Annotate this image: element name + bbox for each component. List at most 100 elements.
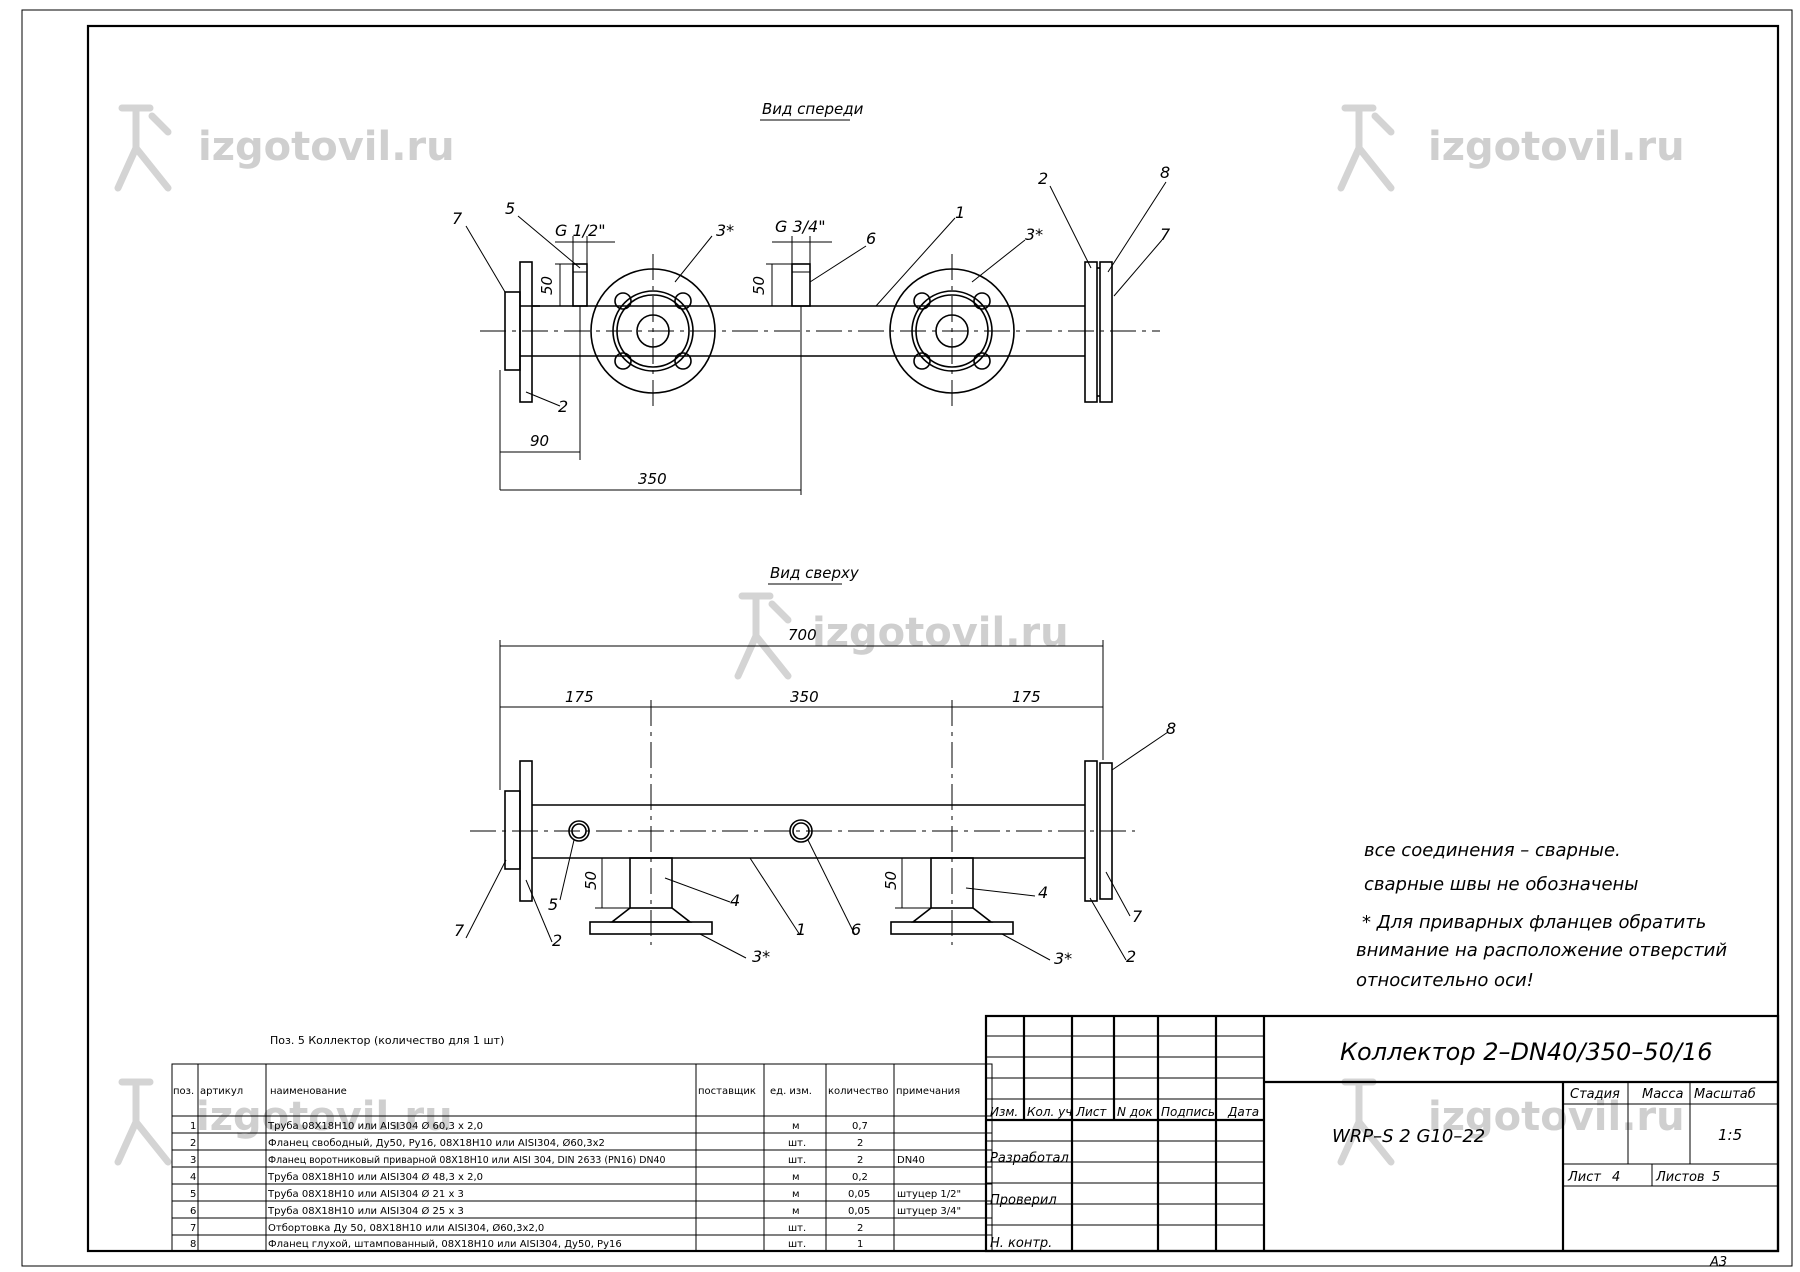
svg-text:Масса: Масса <box>1642 1087 1683 1102</box>
svg-text:izgotovil.ru: izgotovil.ru <box>196 1094 453 1140</box>
drawing-code: WRP–S 2 G10–22 <box>1332 1126 1485 1147</box>
svg-text:Отбортовка Ду 50, 08Х18Н10 или: Отбортовка Ду 50, 08Х18Н10 или AISI304, … <box>268 1222 544 1234</box>
svg-text:Разработал: Разработал <box>990 1151 1069 1166</box>
top-dimensions: 700 175 350 175 50 50 <box>499 626 1104 909</box>
svg-text:6: 6 <box>851 920 861 939</box>
svg-text:Н. контр.: Н. контр. <box>990 1236 1052 1251</box>
svg-text:м: м <box>792 1189 800 1200</box>
svg-text:артикул: артикул <box>200 1086 243 1097</box>
svg-text:5: 5 <box>548 895 558 914</box>
svg-text:примечания: примечания <box>896 1086 960 1097</box>
svg-text:штуцер 3/4": штуцер 3/4" <box>897 1206 961 1217</box>
svg-text:Изм.: Изм. <box>990 1105 1018 1119</box>
note-line-5: относительно оси! <box>1356 970 1534 991</box>
weld-neck-flange-right <box>889 254 1015 408</box>
svg-text:3*: 3* <box>1054 949 1072 968</box>
svg-text:Лист: Лист <box>1567 1170 1601 1185</box>
svg-text:1: 1 <box>955 203 965 222</box>
svg-text:Кол. уч: Кол. уч <box>1027 1105 1072 1119</box>
svg-text:G 3/4": G 3/4" <box>775 217 826 236</box>
svg-text:175: 175 <box>1012 688 1041 706</box>
svg-text:175: 175 <box>565 688 594 706</box>
bom-row: 6 Труба 08Х18Н10 или AISI304 Ø 25 х 3 м … <box>190 1205 961 1217</box>
bom-row: 2 Фланец свободный, Ду50, Ру16, 08Х18Н10… <box>190 1137 863 1149</box>
front-view-title: Вид спереди <box>762 100 864 118</box>
bom-row: 1 Труба 08Х18Н10 или AISI304 Ø 60,3 х 2,… <box>190 1120 868 1132</box>
note-line-4: внимание на расположение отверстий <box>1356 940 1727 961</box>
svg-text:1: 1 <box>857 1239 863 1250</box>
svg-text:1:5: 1:5 <box>1718 1126 1742 1144</box>
bom-row: 3 Фланец воротниковый приварной 08Х18Н10… <box>190 1155 925 1166</box>
svg-text:1: 1 <box>190 1121 196 1132</box>
svg-text:Труба 08Х18Н10 или AISI304 Ø: Труба 08Х18Н10 или AISI304 Ø 60,3 х 2,0 <box>267 1120 483 1132</box>
note-line-3: * Для приварных фланцев обратить <box>1362 912 1706 933</box>
svg-text:2: 2 <box>552 931 562 950</box>
bom-table: Поз. 5 Коллектор (количество для 1 шт) п… <box>171 1034 993 1252</box>
svg-text:50: 50 <box>882 871 900 890</box>
svg-text:4: 4 <box>1038 883 1048 902</box>
bom-row: 4 Труба 08Х18Н10 или AISI304 Ø 48,3 х 2,… <box>190 1171 868 1183</box>
svg-text:5: 5 <box>505 199 515 218</box>
svg-text:7: 7 <box>454 921 465 940</box>
svg-text:4: 4 <box>190 1172 196 1183</box>
svg-text:2: 2 <box>857 1138 863 1149</box>
svg-text:м: м <box>792 1172 800 1183</box>
svg-text:Лист: Лист <box>1075 1105 1107 1119</box>
svg-text:4: 4 <box>1612 1170 1620 1185</box>
stub-end-left <box>504 291 521 371</box>
drawing-title: Коллектор 2–DN40/350–50/16 <box>1340 1038 1713 1066</box>
svg-text:8: 8 <box>1166 719 1176 738</box>
svg-text:0,05: 0,05 <box>848 1189 870 1200</box>
svg-text:поз.: поз. <box>173 1086 194 1097</box>
svg-text:Труба 08Х18Н10 или AISI304 Ø: Труба 08Х18Н10 или AISI304 Ø 25 х 3 <box>267 1205 464 1217</box>
svg-text:Листов: Листов <box>1655 1170 1705 1185</box>
loose-flange-right <box>1084 261 1098 403</box>
svg-text:4: 4 <box>730 891 740 910</box>
svg-text:izgotovil.ru: izgotovil.ru <box>1428 124 1685 170</box>
svg-text:3*: 3* <box>716 221 734 240</box>
svg-text:поставщик: поставщик <box>698 1086 756 1097</box>
svg-text:Фланец воротниковый приварной: Фланец воротниковый приварной 08Х18Н10 и… <box>268 1155 665 1166</box>
svg-text:izgotovil.ru: izgotovil.ru <box>1428 1094 1685 1140</box>
bom-row: 5 Труба 08Х18Н10 или AISI304 Ø 21 х 3 м … <box>190 1188 961 1200</box>
svg-text:наименование: наименование <box>270 1086 347 1097</box>
svg-text:ед. изм.: ед. изм. <box>770 1086 812 1097</box>
svg-text:5: 5 <box>190 1189 196 1200</box>
svg-text:Труба 08Х18Н10 или AISI304 Ø: Труба 08Х18Н10 или AISI304 Ø 21 х 3 <box>267 1188 464 1200</box>
svg-text:6: 6 <box>866 229 876 248</box>
svg-text:8: 8 <box>1160 163 1170 182</box>
svg-text:350: 350 <box>790 688 819 706</box>
svg-text:7: 7 <box>1160 225 1171 244</box>
front-callouts: 7 5 2 3* 6 1 3* 2 8 7 <box>452 163 1171 416</box>
branch-left <box>589 700 713 945</box>
outer-border <box>21 9 1793 1267</box>
branch-right <box>890 700 1014 945</box>
note-line-1: все соединения – сварные. <box>1364 840 1621 861</box>
watermark-bottom-left: izgotovil.ru <box>114 1078 453 1166</box>
top-view-title: Вид сверху <box>770 564 860 582</box>
svg-text:шт.: шт. <box>788 1239 806 1250</box>
svg-text:м: м <box>792 1121 800 1132</box>
svg-text:Стадия: Стадия <box>1570 1087 1620 1102</box>
svg-text:7: 7 <box>452 209 463 228</box>
svg-text:1: 1 <box>796 920 806 939</box>
svg-text:2: 2 <box>1126 947 1136 966</box>
svg-text:Фланец глухой, штампованный, 0: Фланец глухой, штампованный, 08Х18Н10 ил… <box>268 1239 622 1250</box>
svg-text:50: 50 <box>582 871 600 890</box>
svg-text:Труба 08Х18Н10 или AISI304 Ø: Труба 08Х18Н10 или AISI304 Ø 48,3 х 2,0 <box>267 1171 483 1183</box>
svg-text:2: 2 <box>857 1223 863 1234</box>
svg-text:Дата: Дата <box>1227 1105 1259 1119</box>
nozzle-half-inch <box>572 263 588 307</box>
bom-caption: Поз. 5 Коллектор (количество для 1 шт) <box>270 1034 504 1047</box>
svg-text:50: 50 <box>538 276 556 295</box>
svg-text:3*: 3* <box>1025 225 1043 244</box>
svg-text:700: 700 <box>788 626 817 644</box>
svg-text:6: 6 <box>190 1206 196 1217</box>
top-view: Вид сверху <box>454 564 1176 968</box>
svg-text:0,2: 0,2 <box>852 1172 868 1183</box>
svg-text:штуцер 1/2": штуцер 1/2" <box>897 1189 961 1200</box>
svg-text:шт.: шт. <box>788 1155 806 1166</box>
svg-text:3: 3 <box>190 1155 196 1166</box>
top-callouts: 7 5 2 4 3* 1 6 4 3* 8 7 2 <box>454 719 1176 968</box>
svg-text:2: 2 <box>558 397 568 416</box>
